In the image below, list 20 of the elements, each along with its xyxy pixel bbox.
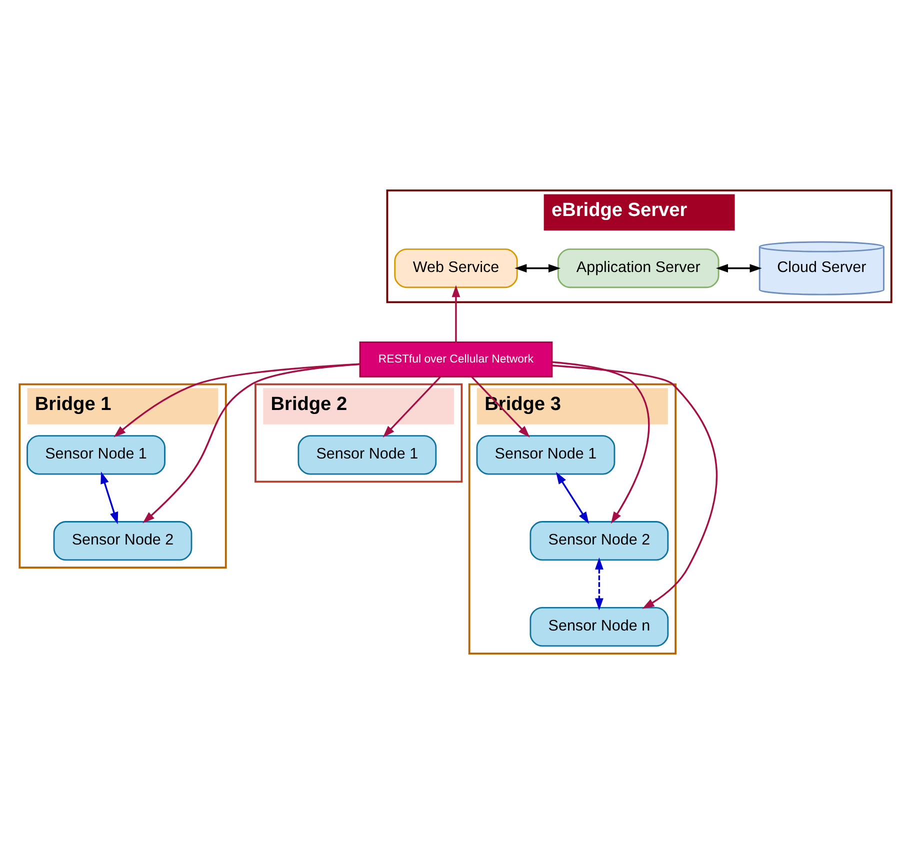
node-box: Sensor Node 1 xyxy=(476,435,616,475)
node-box: Application Server xyxy=(557,248,720,288)
arrow xyxy=(716,264,762,272)
node-box: Sensor Node 2 xyxy=(53,521,192,561)
arrow xyxy=(114,363,360,438)
arrow xyxy=(594,557,604,610)
arrow xyxy=(100,472,118,524)
node-box: Web Service xyxy=(394,248,518,288)
node-box: Sensor Node n xyxy=(530,607,669,647)
arrow xyxy=(452,285,460,342)
node-box: RESTful over Cellular Network xyxy=(359,342,553,378)
arrow xyxy=(556,472,590,524)
arrow xyxy=(142,363,360,524)
arrow xyxy=(382,376,442,438)
node-box: Sensor Node 2 xyxy=(530,521,669,561)
arrow xyxy=(552,361,650,524)
node-box: Sensor Node 1 xyxy=(298,435,437,475)
node-box: Sensor Node 1 xyxy=(26,435,166,475)
arrow xyxy=(514,264,561,272)
arrow xyxy=(552,364,718,609)
